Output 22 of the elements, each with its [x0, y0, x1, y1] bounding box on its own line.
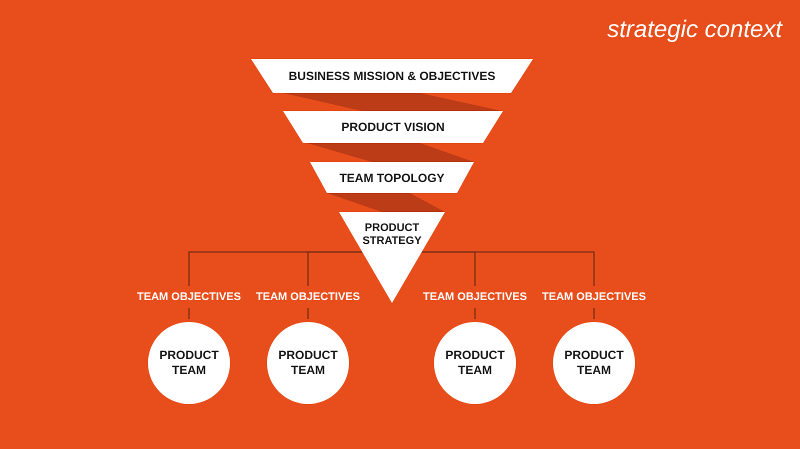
- stage-label: TEAM TOPOLOGY: [339, 172, 445, 184]
- connector-line: [307, 308, 309, 319]
- connector-line: [593, 308, 595, 319]
- team-label: PRODUCT TEAM: [445, 348, 505, 378]
- trapezoid-stage: [251, 59, 533, 93]
- title: strategic context: [607, 15, 782, 45]
- objectives-label: TEAM OBJECTIVES: [423, 290, 527, 304]
- connector-line: [474, 308, 476, 319]
- objectives-label: TEAM OBJECTIVES: [542, 290, 646, 304]
- team-label: PRODUCT TEAM: [564, 348, 624, 378]
- stage-label: PRODUCT STRATEGY: [362, 222, 422, 248]
- objectives-label: TEAM OBJECTIVES: [256, 290, 360, 304]
- stage-label: BUSINESS MISSION & OBJECTIVES: [288, 70, 496, 82]
- team-label: PRODUCT TEAM: [278, 348, 338, 378]
- connector-line: [422, 251, 595, 286]
- connector-line: [188, 308, 190, 319]
- objectives-label: TEAM OBJECTIVES: [137, 290, 241, 304]
- team-label: PRODUCT TEAM: [159, 348, 219, 378]
- connector-line: [307, 251, 362, 286]
- stage-label: PRODUCT VISION: [341, 121, 445, 133]
- trapezoid-stage: [283, 111, 503, 143]
- trapezoid-stage: [310, 162, 474, 193]
